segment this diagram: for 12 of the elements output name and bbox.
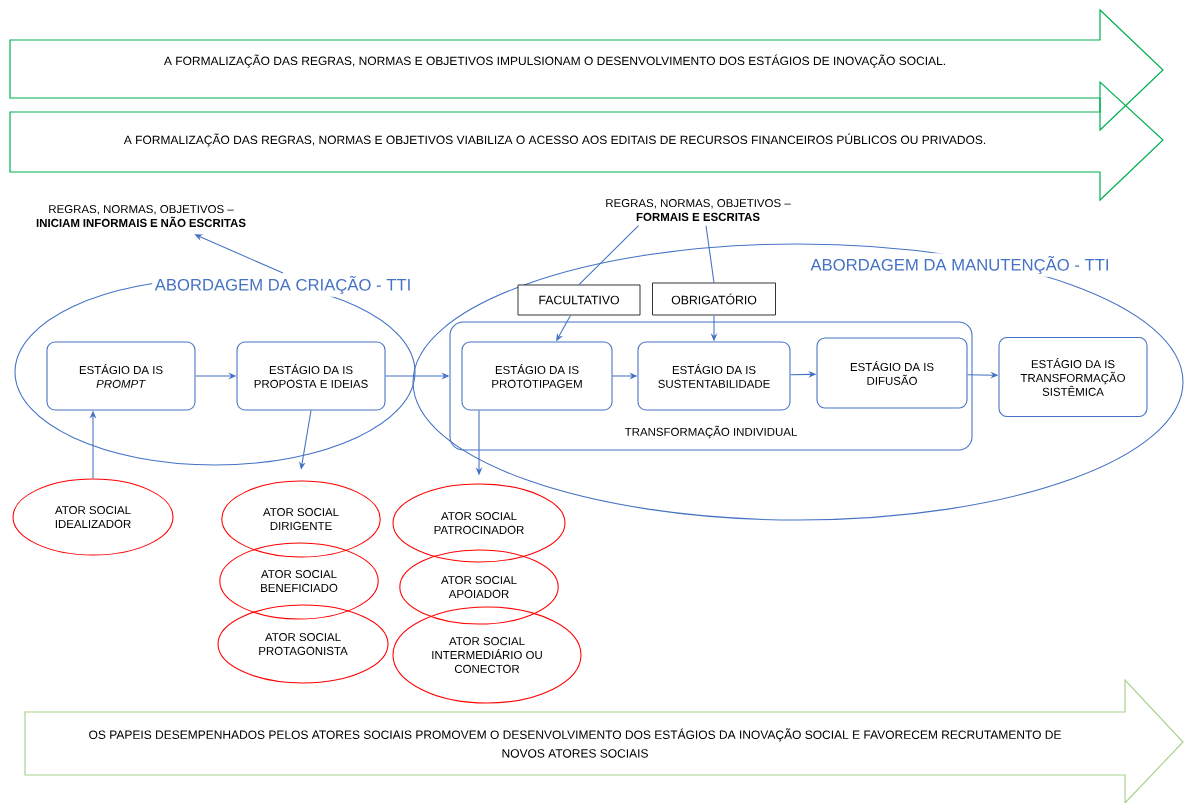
note-text: REGRAS, NORMAS, OBJETIVOS – FORMAIS E ESCRITAS [606, 199, 791, 221]
stage-box: ESTÁGIO DA IS TRANSFORMAÇÃO SISTÊMICA [998, 336, 1148, 418]
stage-box: ESTÁGIO DA IS PROMPT [46, 341, 196, 411]
stage-box: ESTÁGIO DA IS DIFUSÃO [816, 337, 968, 409]
stage-box: ESTÁGIO DA IS PROPOSTA E IDEIAS [236, 341, 386, 411]
label-box: FACULTATIVO [517, 284, 641, 316]
note-text: REGRAS, NORMAS, OBJETIVOS – INICIAM INFORMAIS E NÃO ESCRITAS [36, 205, 246, 227]
stage-box: ESTÁGIO DA IS SUSTENTABILIDADE [637, 341, 791, 411]
arrow-banner: OS PAPEIS DESEMPENHADOS PELOS ATORES SOCIAIS PROMOVEM O DESENVOLVIMENTO DOS ESTÁGIOS DA INOVAÇÃO SOCIAL E FAVORECEM RECRUTAMENTO DE NOVOS ATORES SOCIAIS [24, 678, 1184, 803]
arrow-banner: A FORMALIZAÇÃO DAS REGRAS, NORMAS E OBJETIVOS IMPULSIONAM O DESENVOLVIMENTO DOS ESTÁGIOS DE INOVAÇÃO SOCIAL. [9, 8, 1164, 132]
stage-box: ESTÁGIO DA IS PROTOTIPAGEM [461, 341, 613, 411]
label-box: OBRIGATÓRIO [652, 282, 776, 316]
